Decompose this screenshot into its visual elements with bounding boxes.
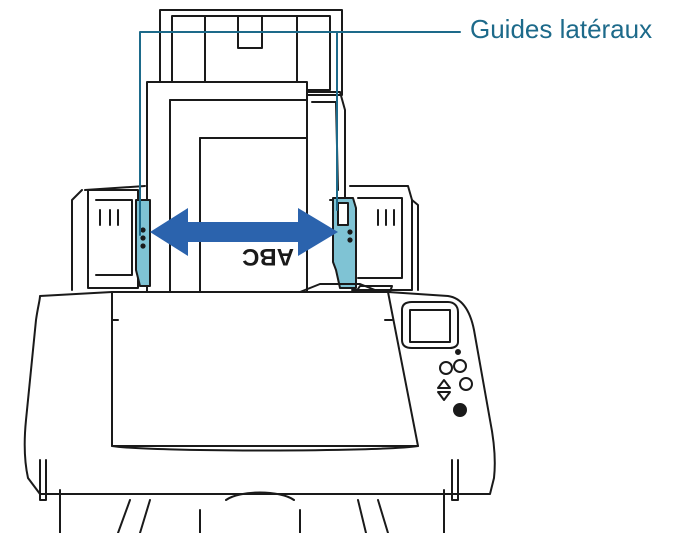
operator-panel [401, 301, 473, 417]
side-guide-left [135, 199, 151, 287]
adf-wings [71, 185, 419, 291]
side-guides-label: Guides latéraux [470, 14, 653, 44]
document-text: ABC [242, 243, 294, 270]
chute-rails [307, 91, 346, 201]
paper-stack [146, 81, 308, 293]
output-stacker [39, 459, 459, 534]
callout-leader-lines [139, 31, 461, 236]
scanner-body [23, 283, 496, 495]
double-arrow [150, 208, 338, 256]
side-guide-right [332, 197, 357, 289]
